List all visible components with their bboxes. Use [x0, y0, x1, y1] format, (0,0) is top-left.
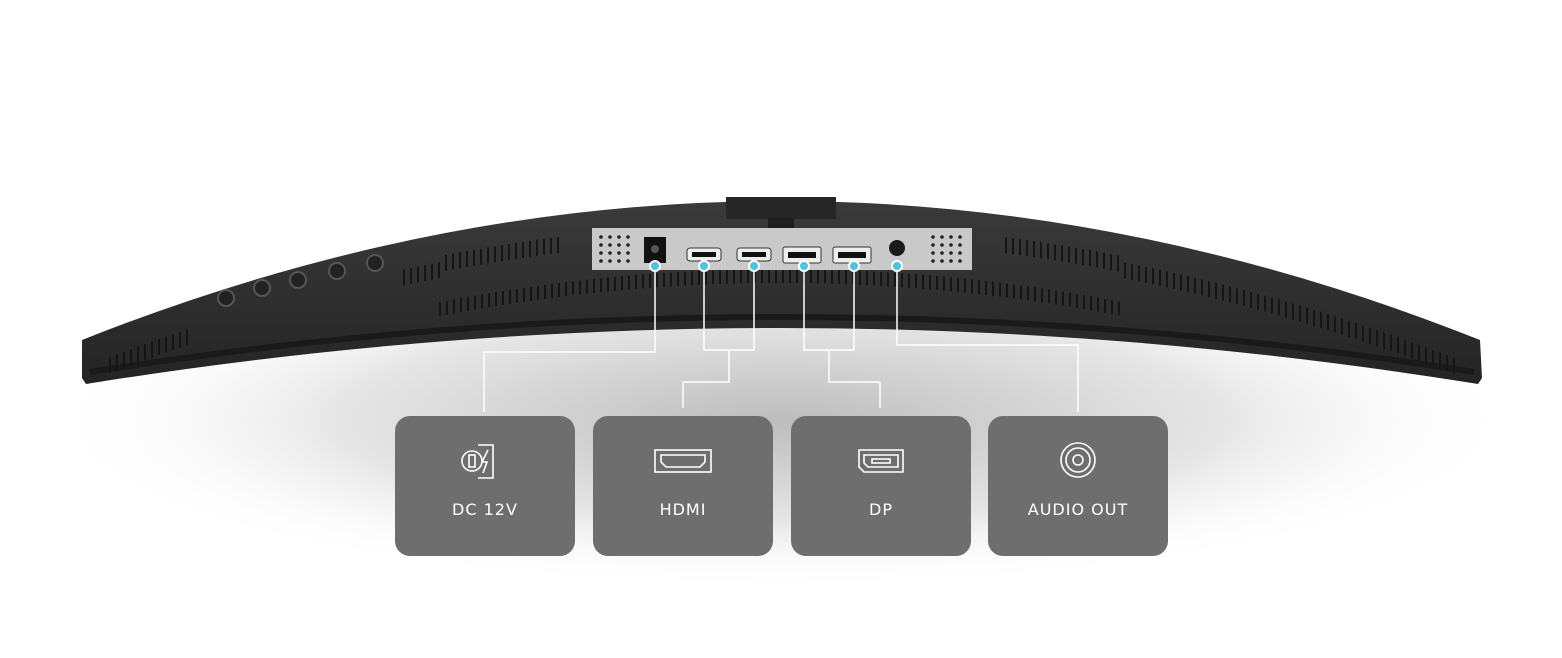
bottom-rail [89, 314, 1475, 375]
port-card-audio: AUDIO OUT [988, 416, 1168, 556]
port-markers [649, 260, 903, 272]
hdmi-icon [593, 442, 773, 482]
displayport-icon [791, 442, 971, 482]
port-label: DC 12V [452, 500, 518, 519]
port-label: AUDIO OUT [1027, 500, 1129, 519]
audio-port [889, 240, 905, 256]
connector-lines [483, 266, 1079, 412]
port-label: HDMI [659, 500, 707, 519]
port-card-dc: DC 12V [395, 416, 575, 556]
stand-mount [726, 197, 836, 219]
audio-jack-icon [988, 442, 1168, 482]
vent-grille [109, 237, 1455, 374]
dc-power-icon [395, 442, 575, 482]
port-card-dp: DP [791, 416, 971, 556]
monitor-body [82, 201, 1482, 384]
panel-vent-dots [599, 235, 962, 263]
port-card-hdmi: HDMI [593, 416, 773, 556]
port-label: DP [869, 500, 893, 519]
control-buttons [217, 254, 384, 307]
